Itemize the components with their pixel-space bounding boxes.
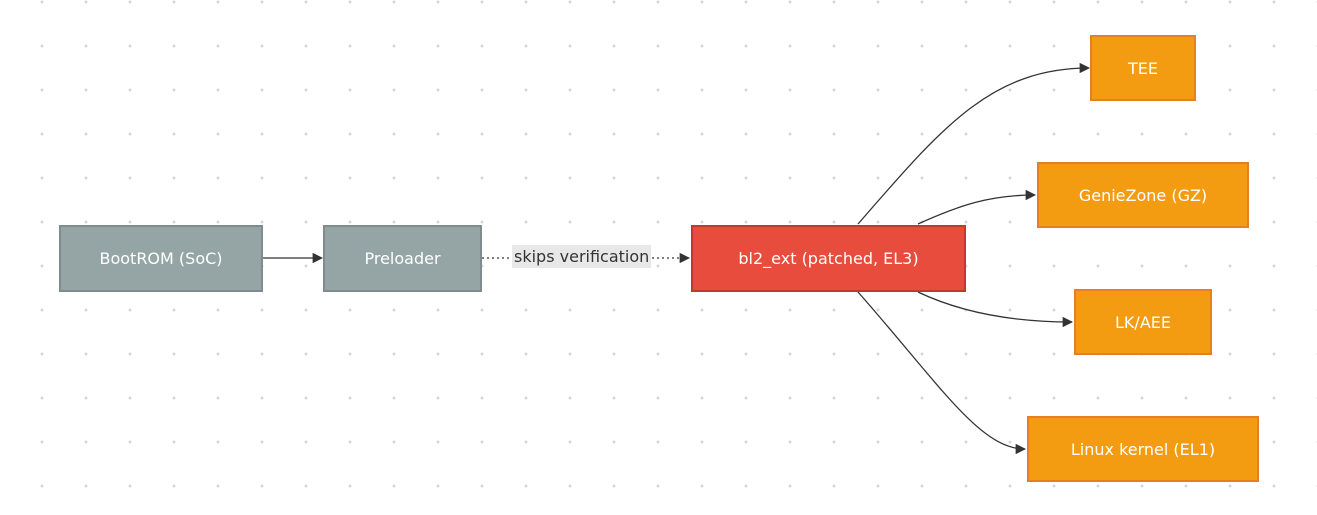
bootrom-label: BootROM (SoC) [99,249,223,268]
skips-verification-edge-label: skips verification [512,245,652,268]
tee-node: TEE [1090,35,1196,101]
edge-bl2-ext-to-tee [857,62,1091,225]
edge-bl2-ext-to-geniezone [917,189,1037,225]
edge-bl2-ext-to-linux-kernel [857,291,1027,455]
bl2-ext-node: bl2_ext (patched, EL3) [691,225,966,292]
lk-aee-label: LK/AEE [1115,312,1171,332]
preloader-label: Preloader [364,249,441,268]
preloader-node: Preloader [323,225,482,292]
tee-label: TEE [1128,58,1158,78]
linux-kernel-node: Linux kernel (EL1) [1027,416,1259,482]
lk-aee-node: LK/AEE [1074,289,1212,355]
edge-bl2-ext-to-lk-aee [917,291,1074,328]
linux-kernel-label: Linux kernel (EL1) [1070,439,1216,459]
bl2-ext-label: bl2_ext (patched, EL3) [738,249,919,268]
geniezone-label: GenieZone (GZ) [1078,185,1208,205]
geniezone-node: GenieZone (GZ) [1037,162,1249,228]
bootrom-node: BootROM (SoC) [59,225,263,292]
